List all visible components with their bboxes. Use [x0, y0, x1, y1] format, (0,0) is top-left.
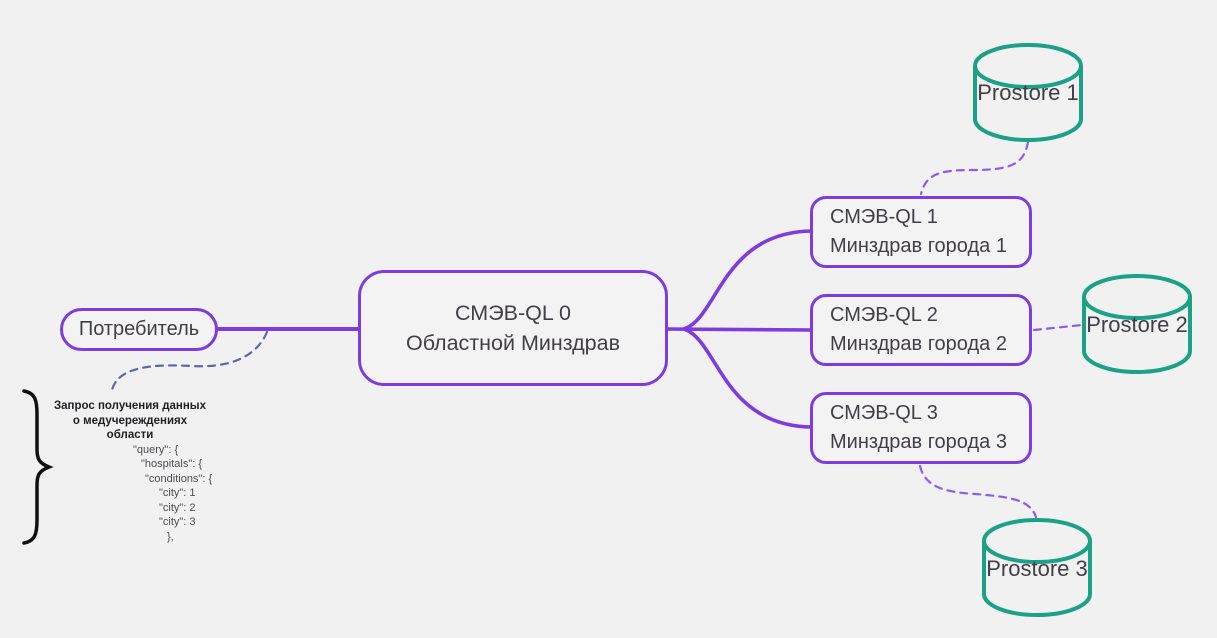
node-smev-2-title: СМЭВ-QL 2 — [830, 304, 938, 326]
node-consumer-label: Потребитель — [78, 318, 200, 340]
node-smev-1-subtitle: Минздрав города 1 — [830, 235, 1007, 257]
annotation-code-line: }, — [167, 531, 174, 544]
node-central[interactable]: СМЭВ-QL 0 Областной Минздрав — [358, 270, 668, 386]
annotation-code-line: "query": { — [133, 443, 179, 456]
node-smev-3-title: СМЭВ-QL 3 — [830, 402, 938, 424]
datastore-cylinder-1[interactable] — [973, 43, 1083, 142]
datastore-label-1: Prostore 1 — [977, 80, 1079, 105]
annotation-brace — [22, 389, 54, 545]
node-central-title: СМЭВ-QL 0 — [455, 301, 571, 325]
dashed-link-prostore-3 — [918, 464, 1038, 519]
annotation-code-line: "city": 2 — [159, 501, 196, 514]
annotation-block: Запрос получения данных о медучереждения… — [44, 399, 216, 545]
annotation-code-line: "hospitals": { — [141, 458, 203, 471]
node-smev-1-title: СМЭВ-QL 1 — [830, 206, 938, 228]
node-smev-2-subtitle: Минздрав города 2 — [830, 333, 1007, 355]
annotation-code-line: "city": 1 — [159, 487, 196, 500]
annotation-title-line: области — [106, 429, 154, 441]
annotation-title-line: Запрос получения данных — [53, 400, 207, 412]
node-central-subtitle: Областной Минздрав — [405, 331, 621, 355]
dashed-link-prostore-2 — [1032, 323, 1084, 332]
annotation-title: Запрос получения данных о медучереждения… — [44, 399, 216, 443]
node-smev-3-subtitle: Минздрав города 3 — [830, 431, 1007, 453]
datastore-label-3: Prostore 3 — [986, 556, 1088, 581]
dashed-link-annotation — [110, 330, 269, 392]
annotation-code-line: "city": 3 — [159, 516, 196, 529]
annotation-code: "query": { "hospitals": { "conditions": … — [133, 443, 216, 545]
node-consumer[interactable]: Потребитель — [60, 308, 218, 351]
connector-central-node-3 — [682, 327, 814, 429]
datastore-label-2: Prostore 2 — [1086, 312, 1188, 337]
datastore-cylinder-2[interactable] — [1082, 274, 1192, 374]
dashed-link-prostore-1 — [919, 140, 1030, 196]
datastore-cylinder-3[interactable] — [982, 518, 1092, 617]
node-smev-3[interactable]: СМЭВ-QL 3 Минздрав города 3 — [810, 392, 1032, 464]
annotation-title-line: о медучереждениях — [72, 414, 188, 427]
annotation-code-line: "conditions": { — [145, 472, 213, 485]
node-smev-2[interactable]: СМЭВ-QL 2 Минздрав города 2 — [810, 294, 1032, 366]
node-smev-1[interactable]: СМЭВ-QL 1 Минздрав города 1 — [810, 196, 1032, 268]
connector-central-node-1 — [682, 229, 814, 331]
